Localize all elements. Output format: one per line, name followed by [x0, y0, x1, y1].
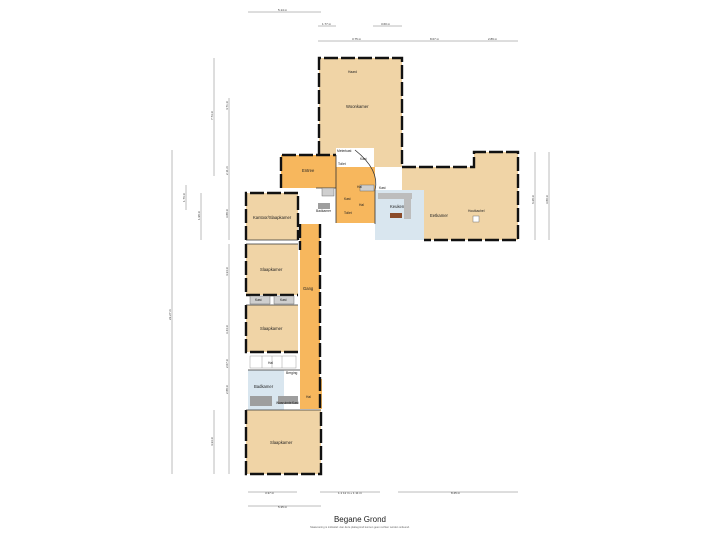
dimension-labels: 5.14 m 1.77 m 3.60 m 3.75 m 8.07 m 2.89 …	[168, 8, 549, 509]
dim-left-c: 2.11 m	[225, 166, 229, 175]
label-woonkamer: Woonkamer	[346, 104, 369, 109]
slaapkamer3-area	[246, 410, 321, 474]
dim-top-b: 3.60 m	[381, 22, 391, 26]
room-fills	[246, 58, 518, 474]
woonkamer-area	[319, 58, 402, 167]
label-toilet-mid: Toilet	[344, 211, 352, 215]
dim-top-e: 2.89 m	[488, 37, 498, 41]
gang-area	[300, 224, 320, 379]
dim-left-i: 2.07 m	[225, 358, 229, 368]
slaapkamer1-area	[246, 244, 298, 295]
label-toilet-top: Toilet	[338, 162, 346, 166]
dim-bottom-b: 1.1 11 m + 1 11 m	[338, 491, 362, 495]
label-meterkast: Meterkast	[337, 149, 352, 153]
hal-top-area	[336, 167, 375, 223]
label-kast-l2: Kast	[280, 298, 287, 302]
kantoor-area	[246, 193, 298, 240]
disclaimer-text: Maatvoering is indicatief. Aan deze plat…	[310, 526, 410, 529]
label-kast-mid: Kast	[344, 197, 351, 201]
entree-area	[281, 155, 336, 188]
closets	[249, 184, 375, 305]
label-eetkamer: Eetkamer	[430, 213, 449, 218]
label-entree: Entree	[302, 168, 315, 173]
walls	[244, 56, 520, 476]
label-badkamer-top: Badkamer	[316, 209, 332, 213]
label-kantoor: Kantoor/Slaapkamer	[253, 215, 292, 220]
dim-left-h: 3.44 m	[225, 324, 229, 334]
dim-top-d: 8.07 m	[430, 37, 440, 41]
dim-bottom-total: 5.35 m	[278, 505, 288, 509]
floor-title: Begane Grond	[333, 515, 387, 524]
label-kast-l1: Kast	[255, 298, 262, 302]
dim-left-k: 4.33 m	[210, 436, 214, 446]
dim-bottom-c: 8.45 m	[451, 491, 461, 495]
dim-left-e: 1.98 m	[197, 210, 201, 220]
dim-bottom-a: 3.37 m	[265, 491, 275, 495]
dim-left-j: 2.88 m	[225, 384, 229, 394]
label-kast-low: Kast	[292, 401, 299, 405]
interior-walls	[246, 149, 377, 411]
dim-top-a: 1.77 m	[322, 22, 332, 26]
kitchen-counters	[378, 193, 412, 219]
label-hal-top: Hal	[357, 185, 362, 189]
dim-top-total: 5.14 m	[278, 8, 288, 12]
dim-right-a: 6.28 m	[531, 194, 535, 204]
label-gang: Gang	[303, 286, 314, 291]
label-wasruimte: Wasruimte	[276, 401, 292, 405]
houtkachel-icon	[472, 215, 480, 223]
room-labels: Woonkamer Entree Toilet Kast Meterkast H…	[253, 70, 485, 445]
dimension-lines	[171, 11, 550, 507]
dim-left-a: 7.73 m	[210, 110, 214, 120]
label-hal-bottom: Hal	[306, 395, 311, 399]
dim-left-b: 4.71 m	[225, 100, 229, 110]
berging-stairs	[249, 355, 297, 369]
label-kast-kitchen: Kast	[379, 186, 386, 190]
label-houtkachel: Houtkachel	[468, 209, 485, 213]
dim-top-c: 3.75 m	[352, 37, 362, 41]
label-keuken: Keuken	[390, 204, 405, 209]
label-slaapkamer1: Slaapkamer	[260, 267, 283, 272]
dim-right-b: 3.80 m	[545, 194, 549, 204]
dim-left-g: 4.34 m	[225, 266, 229, 276]
label-kast-top: Kast	[360, 157, 367, 161]
bathroom-fixtures	[250, 203, 330, 406]
label-badkamer-low: Badkamer	[254, 384, 274, 389]
label-hal-mid: Hal	[359, 203, 364, 207]
label-slaapkamer2: Slaapkamer	[260, 326, 283, 331]
dim-left-total: 22.27 m	[168, 309, 172, 320]
hal-low-area	[300, 379, 322, 409]
eetkamer-area	[402, 152, 518, 240]
label-slaapkamer3: Slaapkamer	[270, 440, 293, 445]
dim-left-d: 1.76 m	[182, 192, 186, 202]
label-berging: Berging	[286, 371, 298, 375]
dim-left-f: 3.88 m	[225, 208, 229, 218]
label-haard: Haard	[348, 70, 357, 74]
slaapkamer2-area	[246, 305, 298, 352]
label-hal-low: Hal	[268, 361, 273, 365]
